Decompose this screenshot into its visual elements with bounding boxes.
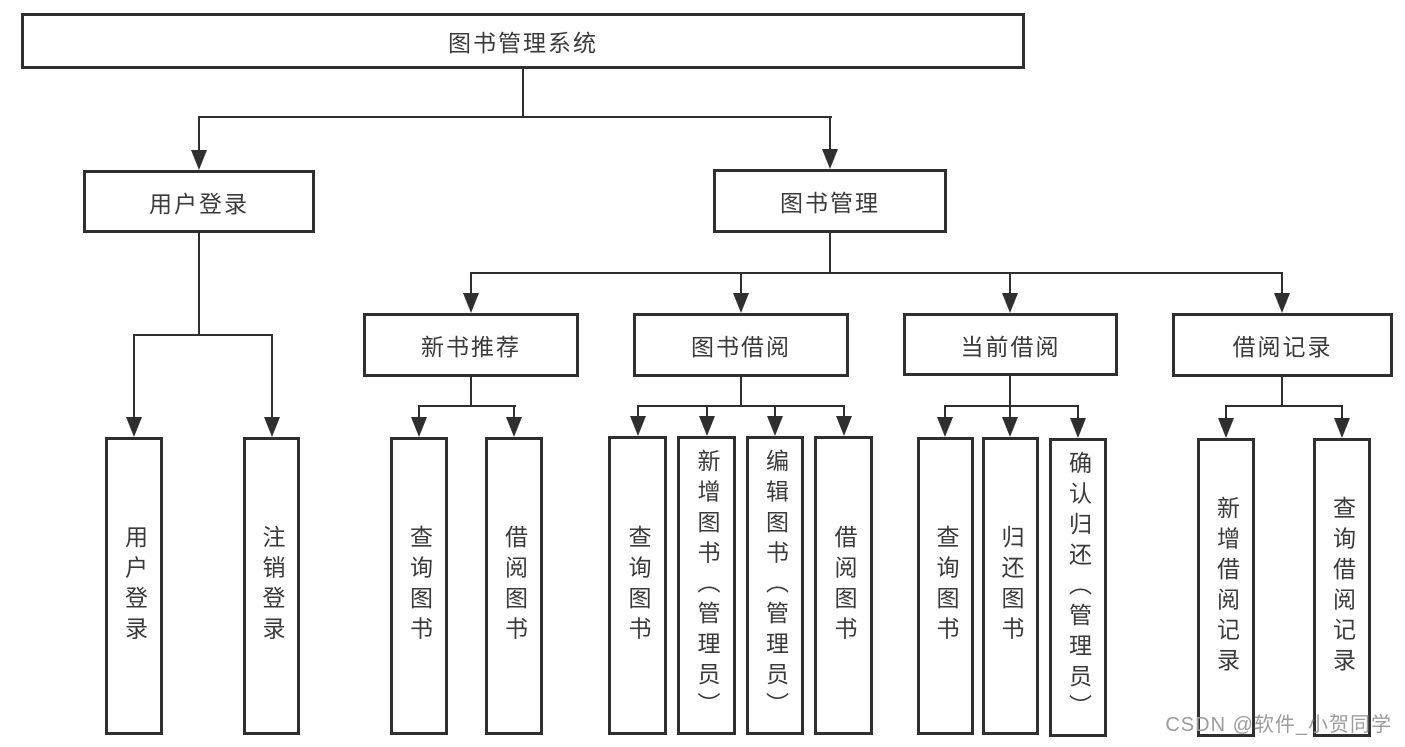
arrow-down-icon bbox=[1002, 293, 1018, 313]
arrow-down-icon bbox=[699, 416, 715, 436]
connector-root-hline bbox=[198, 116, 832, 118]
arrow-down-icon bbox=[463, 293, 479, 313]
connector-shaft bbox=[706, 406, 708, 418]
node-new-book-recommend: 新书推荐 bbox=[363, 313, 579, 377]
connector-bookmgmt-hline bbox=[470, 272, 1283, 274]
node-book-borrow: 图书借阅 bbox=[633, 313, 849, 377]
connector-shaft bbox=[843, 406, 845, 418]
connector-hline bbox=[944, 405, 1079, 407]
leaf-user-login: 用户登录 bbox=[105, 437, 163, 735]
connector-userlogin-stub bbox=[198, 233, 200, 336]
connector-shaft bbox=[740, 273, 742, 295]
connector-shaft bbox=[1009, 406, 1011, 419]
leaf-add-borrow-record: 新增借阅记录 bbox=[1197, 438, 1255, 737]
leaf-label: 确认归还（管理员） bbox=[1065, 450, 1092, 725]
connector-hline bbox=[1225, 405, 1343, 407]
arrow-down-icon bbox=[126, 417, 142, 437]
leaf-label: 用户登录 bbox=[121, 525, 148, 647]
connector-shaft bbox=[418, 406, 420, 419]
leaf-label: 查询图书 bbox=[625, 524, 651, 647]
leaf-add-book-admin: 新增图书（管理员） bbox=[677, 436, 736, 735]
leaf-label: 编辑图书（管理员） bbox=[762, 448, 789, 723]
arrow-down-icon bbox=[191, 150, 207, 170]
leaf-query-books-recommend: 查询图书 bbox=[390, 437, 448, 735]
connector-hline bbox=[637, 405, 845, 407]
leaf-label: 查询借阅记录 bbox=[1329, 496, 1356, 679]
node-library-system: 图书管理系统 bbox=[21, 13, 1025, 69]
connector-shaft bbox=[1225, 406, 1227, 420]
connector-stub bbox=[1009, 376, 1011, 407]
node-current-borrow: 当前借阅 bbox=[903, 313, 1118, 376]
node-user-login: 用户登录 bbox=[83, 170, 315, 233]
connector-shaft bbox=[774, 406, 776, 418]
watermark: CSDN @软件_小贺同学 bbox=[1165, 714, 1392, 736]
leaf-logout: 注销登录 bbox=[243, 437, 300, 735]
leaf-label: 注销登录 bbox=[259, 525, 285, 647]
arrow-down-icon bbox=[836, 416, 852, 436]
arrow-down-icon bbox=[767, 416, 783, 436]
arrow-down-icon bbox=[733, 293, 749, 313]
connector-shaft bbox=[1341, 406, 1343, 420]
leaf-label: 借阅图书 bbox=[831, 524, 857, 647]
leaf-borrow-books: 借阅图书 bbox=[814, 436, 873, 735]
leaf-query-books-borrow: 查询图书 bbox=[608, 436, 667, 735]
arrow-down-icon bbox=[937, 417, 953, 437]
leaf-label: 新增图书（管理员） bbox=[694, 448, 720, 723]
connector-shaft bbox=[1281, 273, 1283, 295]
connector-stub bbox=[470, 377, 472, 407]
connector-stub bbox=[740, 377, 742, 407]
leaf-query-borrow-record: 查询借阅记录 bbox=[1313, 438, 1371, 737]
leaf-query-books-current: 查询图书 bbox=[917, 437, 974, 735]
connector-shaft bbox=[470, 273, 472, 295]
leaf-borrow-books-recommend: 借阅图书 bbox=[485, 437, 543, 735]
connector-shaft bbox=[1009, 273, 1011, 295]
connector-shaft bbox=[513, 406, 515, 419]
leaf-label: 查询图书 bbox=[933, 525, 959, 647]
arrow-down-icon bbox=[506, 417, 522, 437]
node-borrow-records: 借阅记录 bbox=[1172, 313, 1393, 377]
connector-stub bbox=[1281, 377, 1283, 407]
leaf-label: 查询图书 bbox=[406, 525, 433, 647]
connector-shaft bbox=[133, 335, 135, 419]
arrow-down-icon bbox=[411, 417, 427, 437]
connector-shaft bbox=[944, 406, 946, 419]
leaf-return-book: 归还图书 bbox=[982, 437, 1039, 735]
arrow-down-icon bbox=[630, 416, 646, 436]
connector-hline bbox=[418, 405, 516, 407]
leaf-label: 借阅图书 bbox=[501, 525, 528, 647]
leaf-label: 新增借阅记录 bbox=[1213, 496, 1240, 679]
arrow-down-icon bbox=[1070, 418, 1086, 438]
arrow-down-icon bbox=[1274, 293, 1290, 313]
leaf-edit-book-admin: 编辑图书（管理员） bbox=[746, 436, 804, 735]
arrow-down-icon bbox=[1002, 417, 1018, 437]
connector-shaft bbox=[271, 335, 273, 419]
arrow-down-icon bbox=[1334, 418, 1350, 438]
leaf-confirm-return-admin: 确认归还（管理员） bbox=[1049, 438, 1107, 737]
connector-shaft bbox=[829, 117, 831, 152]
connector-shaft bbox=[198, 117, 200, 152]
connector-root-stub bbox=[522, 69, 524, 118]
connector-userlogin-hline bbox=[133, 334, 273, 336]
arrow-down-icon bbox=[822, 149, 838, 169]
connector-shaft bbox=[637, 406, 639, 418]
leaf-label: 归还图书 bbox=[998, 525, 1024, 647]
connector-bookmgmt-stub bbox=[829, 233, 831, 274]
arrow-down-icon bbox=[1218, 418, 1234, 438]
node-book-management: 图书管理 bbox=[713, 169, 947, 233]
connector-shaft bbox=[1077, 406, 1079, 420]
arrow-down-icon bbox=[264, 417, 280, 437]
